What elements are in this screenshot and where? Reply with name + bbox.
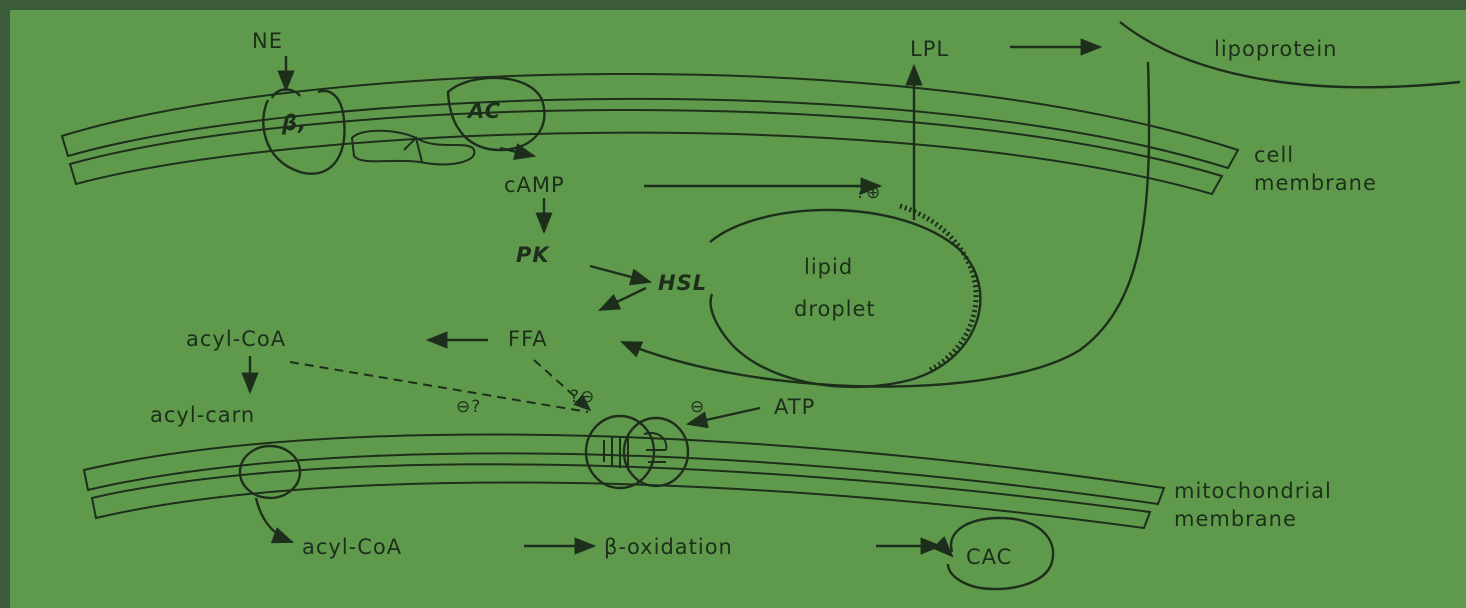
label-acyl-carn: acyl-carn: [150, 403, 255, 427]
label-ac: AC: [466, 99, 501, 123]
label-acyl-coa-bottom: acyl-CoA: [302, 535, 402, 559]
label-mito-membrane: membrane: [1174, 507, 1297, 531]
label-hsl: HSL: [658, 271, 707, 295]
label-ne: NE: [252, 29, 283, 53]
label-cell-membrane-2: membrane: [1254, 171, 1377, 195]
label-atp: ATP: [774, 395, 815, 419]
label-acyl-coa-top: acyl-CoA: [186, 327, 286, 351]
label-pk: PK: [516, 243, 550, 267]
label-q-minus: ?⊖: [570, 387, 595, 407]
label-minus-q: ⊖?: [456, 397, 481, 417]
label-beta-oxidation: β-oxidation: [604, 535, 733, 559]
label-lipid: lipid: [804, 255, 853, 279]
label-lipoprotein: lipoprotein: [1214, 37, 1338, 61]
label-mitochondrial: mitochondrial: [1174, 479, 1332, 503]
label-q-plus: ?⊕: [856, 183, 881, 203]
label-beta1: β,: [281, 111, 307, 135]
label-camp: cAMP: [504, 173, 565, 197]
label-cell-membrane-1: cell: [1254, 143, 1294, 167]
label-ffa: FFA: [508, 327, 548, 351]
label-droplet: droplet: [794, 297, 876, 321]
label-minus-atp: ⊖: [690, 397, 705, 417]
label-lpl: LPL: [910, 37, 949, 61]
mito-channel: [586, 416, 688, 488]
label-cac: CAC: [966, 545, 1012, 569]
cell-membrane: [62, 74, 1238, 194]
g-protein: [352, 131, 474, 165]
